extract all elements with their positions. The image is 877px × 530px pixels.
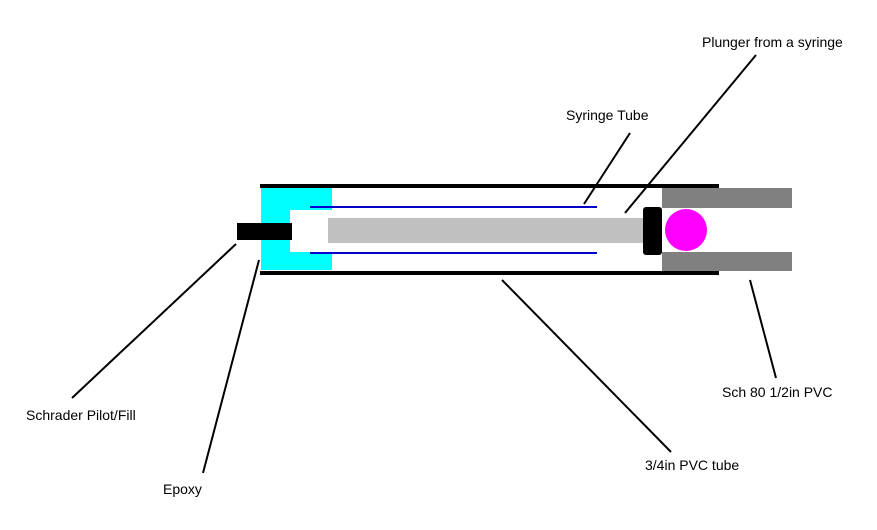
leader-syringe-tube — [583, 132, 631, 205]
plunger-head — [643, 207, 662, 255]
leader-epoxy — [202, 259, 260, 474]
sch80-pvc-top-wall — [662, 188, 792, 208]
schrader-valve — [237, 223, 292, 240]
label-plunger: Plunger from a syringe — [702, 34, 843, 50]
label-syringe-tube: Syringe Tube — [566, 107, 649, 123]
label-epoxy: Epoxy — [163, 481, 202, 497]
leader-pvc-34 — [501, 279, 672, 453]
leader-schrader — [71, 243, 237, 399]
label-sch80: Sch 80 1/2in PVC — [722, 384, 833, 400]
epoxy-cavity — [290, 210, 332, 252]
leader-sch80 — [749, 279, 777, 379]
magenta-ball — [665, 209, 707, 251]
leader-plunger — [624, 54, 757, 214]
plunger-rod — [328, 218, 648, 243]
label-schrader: Schrader Pilot/Fill — [26, 407, 136, 423]
sch80-pvc-bottom-wall — [662, 252, 792, 271]
label-pvc-34: 3/4in PVC tube — [645, 457, 740, 473]
